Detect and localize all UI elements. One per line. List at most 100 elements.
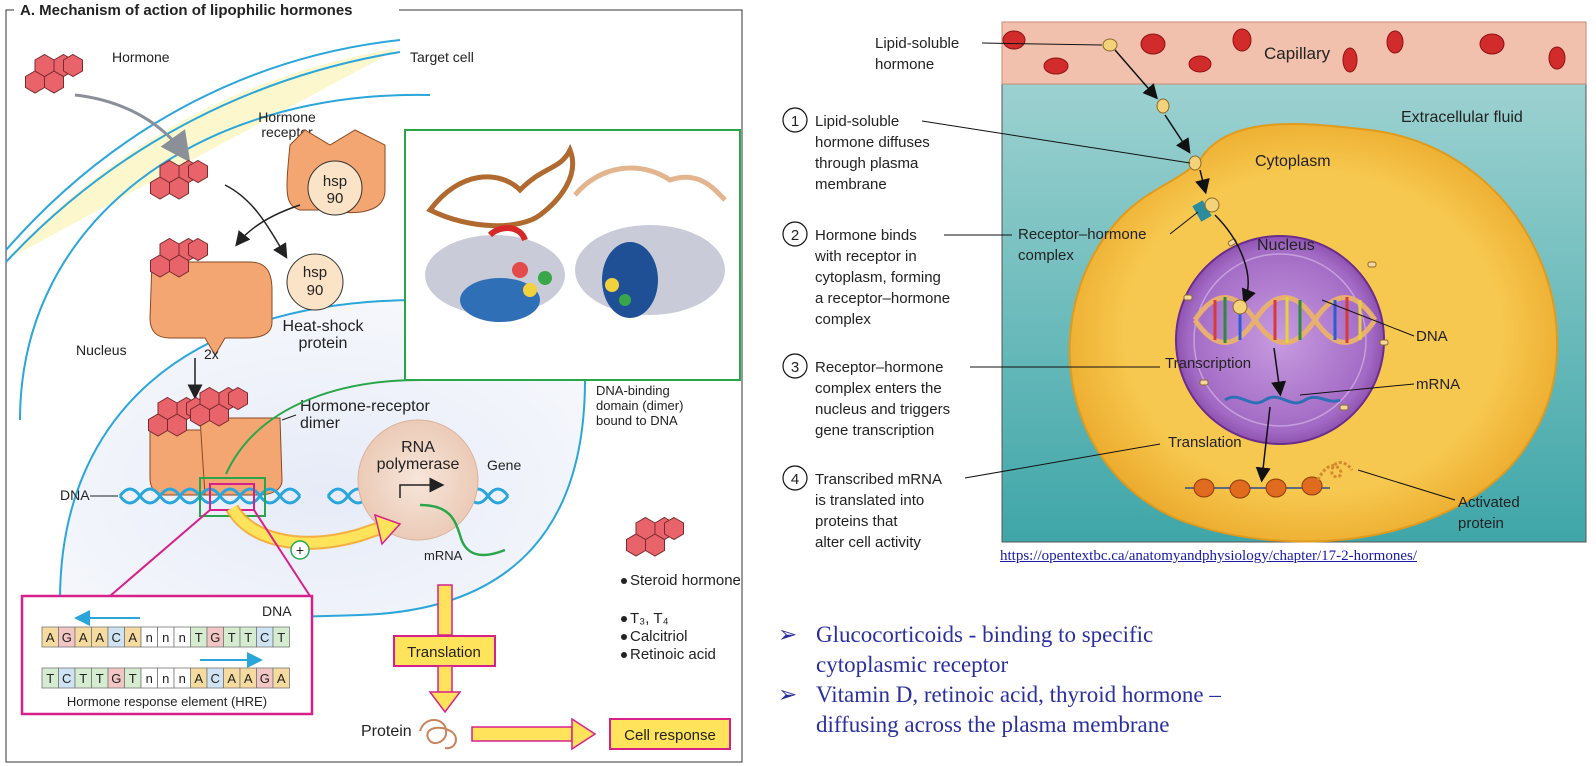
activated-protein-label-2: protein bbox=[1458, 515, 1504, 532]
mrna-label: mRNA bbox=[424, 548, 463, 563]
hsp90-free-label-1: hsp bbox=[303, 264, 327, 281]
hormone-type-calcitriol: Calcitriol bbox=[630, 628, 688, 645]
step-3-line-4: gene transcription bbox=[815, 422, 934, 439]
bullet-2-line-1: Vitamin D, retinoic acid, thyroid hormon… bbox=[816, 682, 1221, 707]
rna-polymerase bbox=[357, 419, 479, 541]
step-4-line-1: Transcribed mRNA bbox=[815, 471, 942, 488]
translation-label-right: Translation bbox=[1168, 434, 1242, 451]
heat-shock-label-1: Heat-shock bbox=[283, 318, 365, 335]
hre-bottom-base-6: T bbox=[129, 671, 137, 686]
gene-label: Gene bbox=[487, 457, 521, 473]
hsp90-free bbox=[286, 253, 344, 311]
hre-bottom-base-11: C bbox=[211, 671, 220, 686]
step-2-line-2: with receptor in bbox=[814, 248, 917, 265]
step-4-number: 4 bbox=[791, 471, 799, 488]
hre-top-base-9: n bbox=[179, 630, 186, 645]
plus-icon bbox=[290, 540, 310, 560]
bullet-arrow-icon: ➢ bbox=[778, 622, 798, 647]
cell-response-box bbox=[609, 718, 731, 750]
capillary-label: Capillary bbox=[1264, 44, 1331, 63]
step-4: 4 Transcribed mRNA is translated into pr… bbox=[782, 443, 1161, 551]
step-3-number: 3 bbox=[791, 359, 799, 376]
extracellular-fluid bbox=[1001, 21, 1587, 543]
bullet-arrow-icon: ➢ bbox=[778, 682, 798, 707]
hsp90-bound-label-2: 90 bbox=[327, 190, 344, 207]
dna-label-right: DNA bbox=[1416, 328, 1448, 345]
hre-bottom-base-10: A bbox=[194, 671, 203, 686]
hsp90-bound-label-1: hsp bbox=[323, 173, 347, 190]
mrna-strand bbox=[419, 503, 506, 557]
step-2-line-4: a receptor–hormone bbox=[815, 290, 950, 307]
dna-binding-structure bbox=[425, 143, 727, 322]
hre-bottom-base-2: C bbox=[62, 671, 71, 686]
hormone-type-retinoic: Retinoic acid bbox=[630, 646, 716, 663]
hre-top-base-13: T bbox=[244, 630, 252, 645]
translation-box bbox=[393, 635, 496, 667]
hre-bottom-cell-15 bbox=[272, 667, 290, 689]
mrna-label-right: mRNA bbox=[1416, 376, 1460, 393]
hre-top-base-4: A bbox=[95, 630, 104, 645]
hre-box bbox=[20, 594, 314, 716]
hre-top-base-1: A bbox=[46, 630, 55, 645]
hormone-types-list: Steroid hormone T₃, T₄ Calcitriol Retino… bbox=[621, 572, 741, 663]
hre-dna-label: DNA bbox=[262, 603, 292, 619]
step-2-line-5: complex bbox=[815, 311, 871, 328]
dna-helix bbox=[1192, 295, 1378, 345]
hre-top-base-14: C bbox=[260, 630, 269, 645]
cell-membrane bbox=[5, 39, 401, 251]
rna-pol-label-1: RNA bbox=[401, 439, 435, 456]
nucleus bbox=[1175, 235, 1385, 445]
bullet-2-line-2: diffusing across the plasma membrane bbox=[816, 712, 1170, 737]
ribosomes bbox=[1193, 476, 1323, 499]
hre-top-base-15: T bbox=[277, 630, 285, 645]
hre-top-base-8: n bbox=[162, 630, 169, 645]
lipid-hormone-label-2: hormone bbox=[875, 56, 934, 73]
step-3-line-3: nucleus and triggers bbox=[815, 401, 950, 418]
step-1-line-2: hormone diffuses bbox=[815, 134, 930, 151]
hre-top-base-10: T bbox=[195, 630, 203, 645]
capillary bbox=[1001, 21, 1587, 85]
heat-shock-label-2: protein bbox=[299, 335, 348, 352]
step-1-line-4: membrane bbox=[815, 176, 887, 193]
source-url-link[interactable]: https://opentextbc.ca/anatomyandphysiolo… bbox=[1000, 548, 1417, 564]
translation-label: Translation bbox=[407, 644, 481, 661]
hormone-molecule bbox=[26, 55, 83, 94]
cytoplasm-label: Cytoplasm bbox=[1255, 153, 1331, 170]
activated-protein-label-1: Activated bbox=[1458, 494, 1520, 511]
hre-top-base-6: A bbox=[128, 630, 137, 645]
rna-pol-label-2: polymerase bbox=[377, 456, 460, 473]
steroid-hormone-icon bbox=[627, 518, 684, 557]
hre-bottom-base-1: T bbox=[46, 671, 54, 686]
activated-protein bbox=[1316, 461, 1354, 481]
step-4-line-4: alter cell activity bbox=[815, 534, 921, 551]
bullet-item-1: ➢ Glucocorticoids - binding to specific … bbox=[778, 620, 1478, 680]
hre-bottom-base-14: G bbox=[260, 671, 270, 686]
dimer-label-1: Hormone-receptor bbox=[300, 398, 431, 415]
dna-label: DNA bbox=[60, 487, 90, 503]
left-title: A. Mechanism of action of lipophilic hor… bbox=[20, 2, 353, 19]
receptor-complex-label-2: complex bbox=[1018, 247, 1074, 264]
step-4-line-2: is translated into bbox=[815, 492, 924, 509]
hre-top-base-2: G bbox=[62, 630, 72, 645]
step-4-line-3: proteins that bbox=[815, 513, 898, 530]
step-1-line-1: Lipid-soluble bbox=[815, 113, 899, 130]
svg-text:+: + bbox=[296, 542, 304, 558]
hre-bottom-base-12: A bbox=[227, 671, 236, 686]
bullet-1-line-1: Glucocorticoids - binding to specific bbox=[816, 622, 1154, 647]
hre-bottom-base-15: A bbox=[277, 671, 286, 686]
entry-arrow bbox=[74, 93, 191, 163]
hormone-type-steroid: Steroid hormone bbox=[630, 572, 741, 589]
lipid-hormone-capillary bbox=[1102, 38, 1118, 52]
cytoplasm bbox=[1068, 123, 1559, 543]
extracellular-label: Extracellular fluid bbox=[1401, 109, 1523, 126]
step-3: 3 Receptor–hormone complex enters the nu… bbox=[782, 353, 1160, 439]
step-1-number: 1 bbox=[791, 113, 799, 130]
hre-bottom-base-7: n bbox=[146, 671, 153, 686]
hormone-type-thyroid: T₃, T₄ bbox=[630, 610, 669, 627]
hre-top-base-12: T bbox=[228, 630, 236, 645]
step-2-line-3: cytoplasm, forming bbox=[815, 269, 941, 286]
hre-bottom-base-5: G bbox=[111, 671, 121, 686]
hsp90-free-label-2: 90 bbox=[307, 282, 324, 299]
